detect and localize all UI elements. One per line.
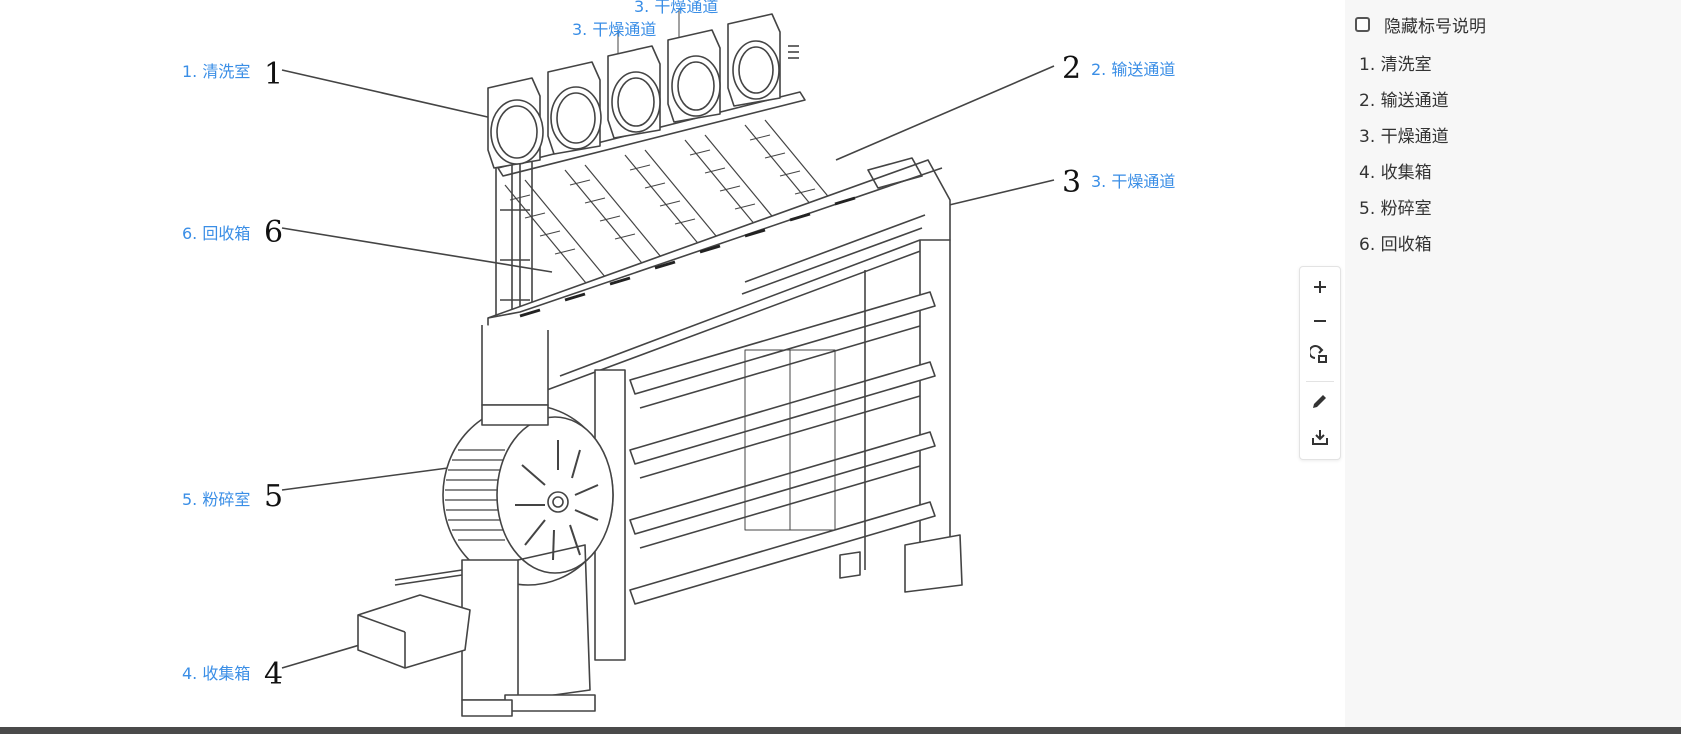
zoom-in-button[interactable] [1300,271,1340,303]
drawing-number-4: 4 [264,657,283,692]
callout-6: 6. 回收箱 [182,224,251,243]
drawing-number-1: 1 [264,57,283,92]
drawing-number-3: 3 [1062,165,1081,200]
rotate-icon [1310,345,1327,363]
legend-item-3: 3. 干燥通道 [1359,127,1449,147]
callout-2: 2. 输送通道 [1091,60,1176,79]
legend-item-2: 2. 输送通道 [1359,91,1449,111]
hide-labels-label: 隐藏标号说明 [1384,17,1486,37]
callout-3-top-b: 3. 干燥通道 [634,0,719,16]
rotate-button[interactable] [1300,339,1340,371]
hide-labels-checkbox[interactable] [1355,17,1370,32]
legend-item-4: 4. 收集箱 [1359,163,1432,183]
legend-list: 1. 清洗室 2. 输送通道 3. 干燥通道 4. 收集箱 5. 粉碎室 6. … [1359,52,1449,268]
image-toolbar [1299,266,1341,460]
callout-3-top-a: 3. 干燥通道 [572,20,657,39]
legend-sidebar: 隐藏标号说明 1. 清洗室 2. 输送通道 3. 干燥通道 4. 收集箱 5. … [1345,0,1681,734]
drawing-number-2: 2 [1062,51,1081,86]
zoom-out-button[interactable] [1300,305,1340,337]
legend-item-5: 5. 粉碎室 [1359,199,1432,219]
legend-item-6: 6. 回收箱 [1359,235,1432,255]
bottom-strip [0,727,1681,734]
patent-drawing: 1 2 3 6 5 4 [264,8,1081,717]
patent-image-viewer: 1 2 3 6 5 4 1. 清洗室 2. 输送通道 3. 干燥通道 3. 干燥… [0,0,1345,727]
download-button[interactable] [1300,421,1340,453]
hide-labels-toggle[interactable]: 隐藏标号说明 [1355,12,1486,37]
callout-4: 4. 收集箱 [182,664,251,683]
download-icon [1312,430,1328,445]
callout-1: 1. 清洗室 [182,62,251,81]
toolbar-divider [1306,381,1334,382]
zoom-in-icon [1314,281,1326,293]
drawing-number-6: 6 [264,215,283,250]
callout-5: 5. 粉碎室 [182,490,251,509]
legend-item-1: 1. 清洗室 [1359,55,1432,75]
zoom-out-icon [1314,320,1326,322]
drawing-number-5: 5 [264,479,283,514]
callout-3: 3. 干燥通道 [1091,172,1176,191]
edit-icon [1313,395,1326,408]
edit-button[interactable] [1300,385,1340,417]
